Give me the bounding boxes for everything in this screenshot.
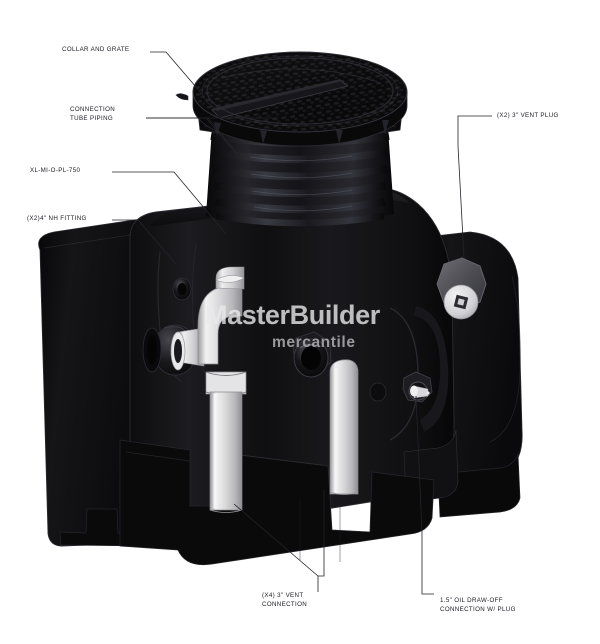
callout-nh-fitting: (X2)4" NH FITTING [27, 215, 87, 222]
tank-body [38, 187, 523, 566]
side-port-small [369, 382, 387, 402]
callout-connection-tube-piping: CONNECTION TUBE PIPING [70, 106, 116, 122]
oil-draw-off-fitting [402, 371, 433, 403]
vent-plug-right [436, 257, 487, 320]
callout-vent-connection: (X4) 3" VENT CONNECTION [262, 592, 308, 608]
callout-vent-plug: (X2) 3" VENT PLUG [497, 112, 559, 119]
leader-lines [112, 51, 492, 595]
leader-line-alt [146, 117, 251, 171]
vent-connection-stub [329, 359, 359, 495]
center-port-hex [292, 331, 332, 378]
callout-oil-draw-off: 1.5" OIL DRAW-OFF CONNECTION W/ PLUG [440, 597, 516, 613]
callout-collar-and-grate: COLLAR AND GRATE [62, 46, 130, 53]
callout-model-number: XL-MI-O-PL-750 [30, 167, 81, 174]
nh-fitting-upper [172, 277, 192, 301]
connection-tube-piping [170, 266, 247, 513]
